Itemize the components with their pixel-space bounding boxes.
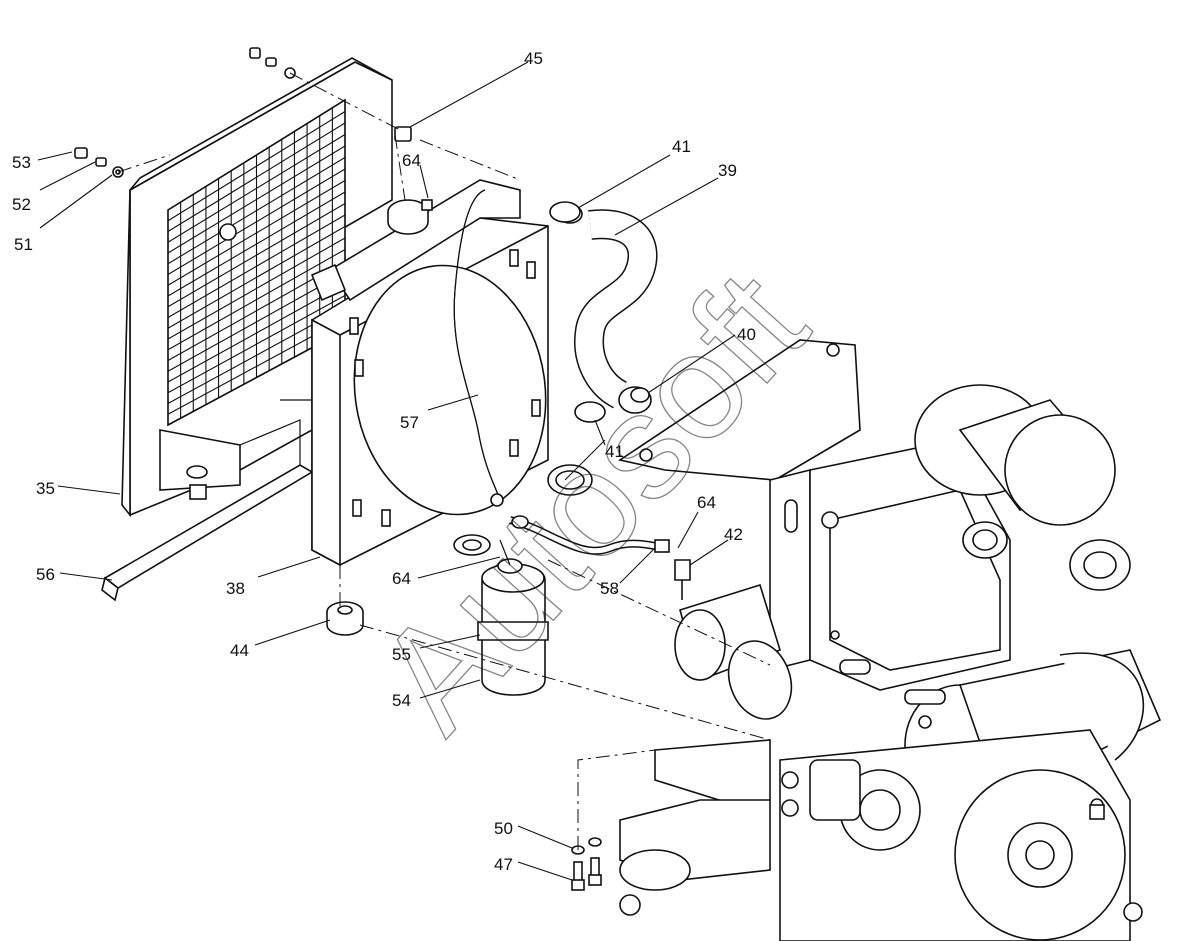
mesh-line bbox=[167, 191, 346, 297]
hose-clamps bbox=[547, 201, 652, 496]
label-54: 54 bbox=[392, 691, 411, 710]
mesh-line bbox=[167, 99, 346, 211]
label-40: 40 bbox=[737, 325, 756, 344]
label-45: 45 bbox=[524, 49, 543, 68]
label-47: 47 bbox=[494, 855, 513, 874]
rubber-mount bbox=[326, 601, 364, 636]
label-64-top: 64 bbox=[402, 151, 421, 170]
mesh-line bbox=[167, 237, 346, 340]
mesh-line bbox=[167, 203, 346, 308]
hardware-small-parts bbox=[74, 47, 433, 211]
label-57: 57 bbox=[400, 413, 419, 432]
label-51: 51 bbox=[14, 235, 33, 254]
mesh-line bbox=[167, 180, 346, 286]
mesh-line bbox=[167, 122, 346, 232]
bolts-washers bbox=[571, 837, 602, 891]
label-53: 53 bbox=[12, 153, 31, 172]
mesh-line bbox=[167, 249, 346, 351]
coolant-hose-lower bbox=[508, 515, 691, 600]
radiator bbox=[310, 179, 549, 567]
mesh-line bbox=[167, 283, 346, 383]
mesh-line bbox=[167, 134, 346, 243]
mesh-line bbox=[167, 111, 346, 222]
label-58: 58 bbox=[600, 579, 619, 598]
label-39: 39 bbox=[718, 161, 737, 180]
label-38: 38 bbox=[226, 579, 245, 598]
label-44: 44 bbox=[230, 641, 249, 660]
mesh-line bbox=[167, 214, 346, 318]
label-64-right: 64 bbox=[697, 493, 716, 512]
label-64-mid: 64 bbox=[392, 569, 411, 588]
part-labels: 53 52 51 45 64 41 39 40 57 41 35 56 38 6… bbox=[12, 49, 756, 874]
mesh-line bbox=[167, 157, 346, 265]
alignment-lines bbox=[117, 72, 771, 850]
label-55: 55 bbox=[392, 645, 411, 664]
mesh-line bbox=[167, 226, 346, 329]
mesh-line bbox=[167, 272, 346, 372]
expansion-tank bbox=[453, 534, 549, 696]
fan-shroud-guard bbox=[121, 57, 393, 518]
mesh-line bbox=[167, 145, 346, 254]
engine-assembly bbox=[617, 339, 1162, 941]
overflow-hose bbox=[453, 189, 504, 507]
label-50: 50 bbox=[494, 819, 513, 838]
label-56: 56 bbox=[36, 565, 55, 584]
label-35: 35 bbox=[36, 479, 55, 498]
mesh-line bbox=[167, 168, 346, 275]
mesh-line bbox=[167, 295, 346, 394]
label-41-top: 41 bbox=[672, 137, 691, 156]
label-42: 42 bbox=[724, 525, 743, 544]
label-52: 52 bbox=[12, 195, 31, 214]
mesh-grille bbox=[167, 98, 346, 427]
leader-lines bbox=[37, 61, 736, 881]
label-41-mid: 41 bbox=[605, 442, 624, 461]
